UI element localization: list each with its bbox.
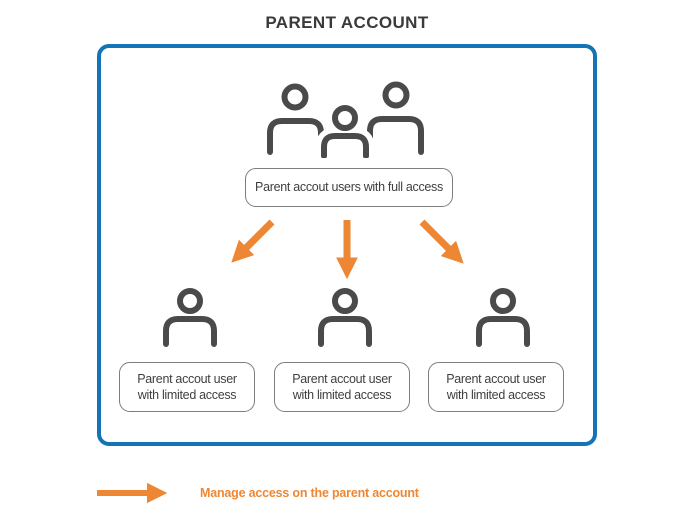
limited-access-node-label: Parent accout user with limited access (119, 362, 255, 412)
user-icon (318, 288, 372, 347)
legend-label: Manage access on the parent account (200, 486, 419, 500)
user-icon (476, 288, 530, 347)
right-arrow-icon (97, 482, 168, 504)
group-users-icon (267, 81, 424, 158)
down-right-arrow-icon (419, 219, 464, 264)
user-icon (163, 288, 217, 347)
limited-access-node-label: Parent accout user with limited access (428, 362, 564, 412)
legend: Manage access on the parent account (0, 478, 694, 508)
page-title: PARENT ACCOUNT (265, 13, 429, 32)
limited-access-node-label: Parent accout user with limited access (274, 362, 410, 412)
root-node-label: Parent accout users with full access (245, 168, 453, 207)
branch-arrows (231, 219, 464, 280)
down-left-arrow-icon (231, 219, 275, 263)
